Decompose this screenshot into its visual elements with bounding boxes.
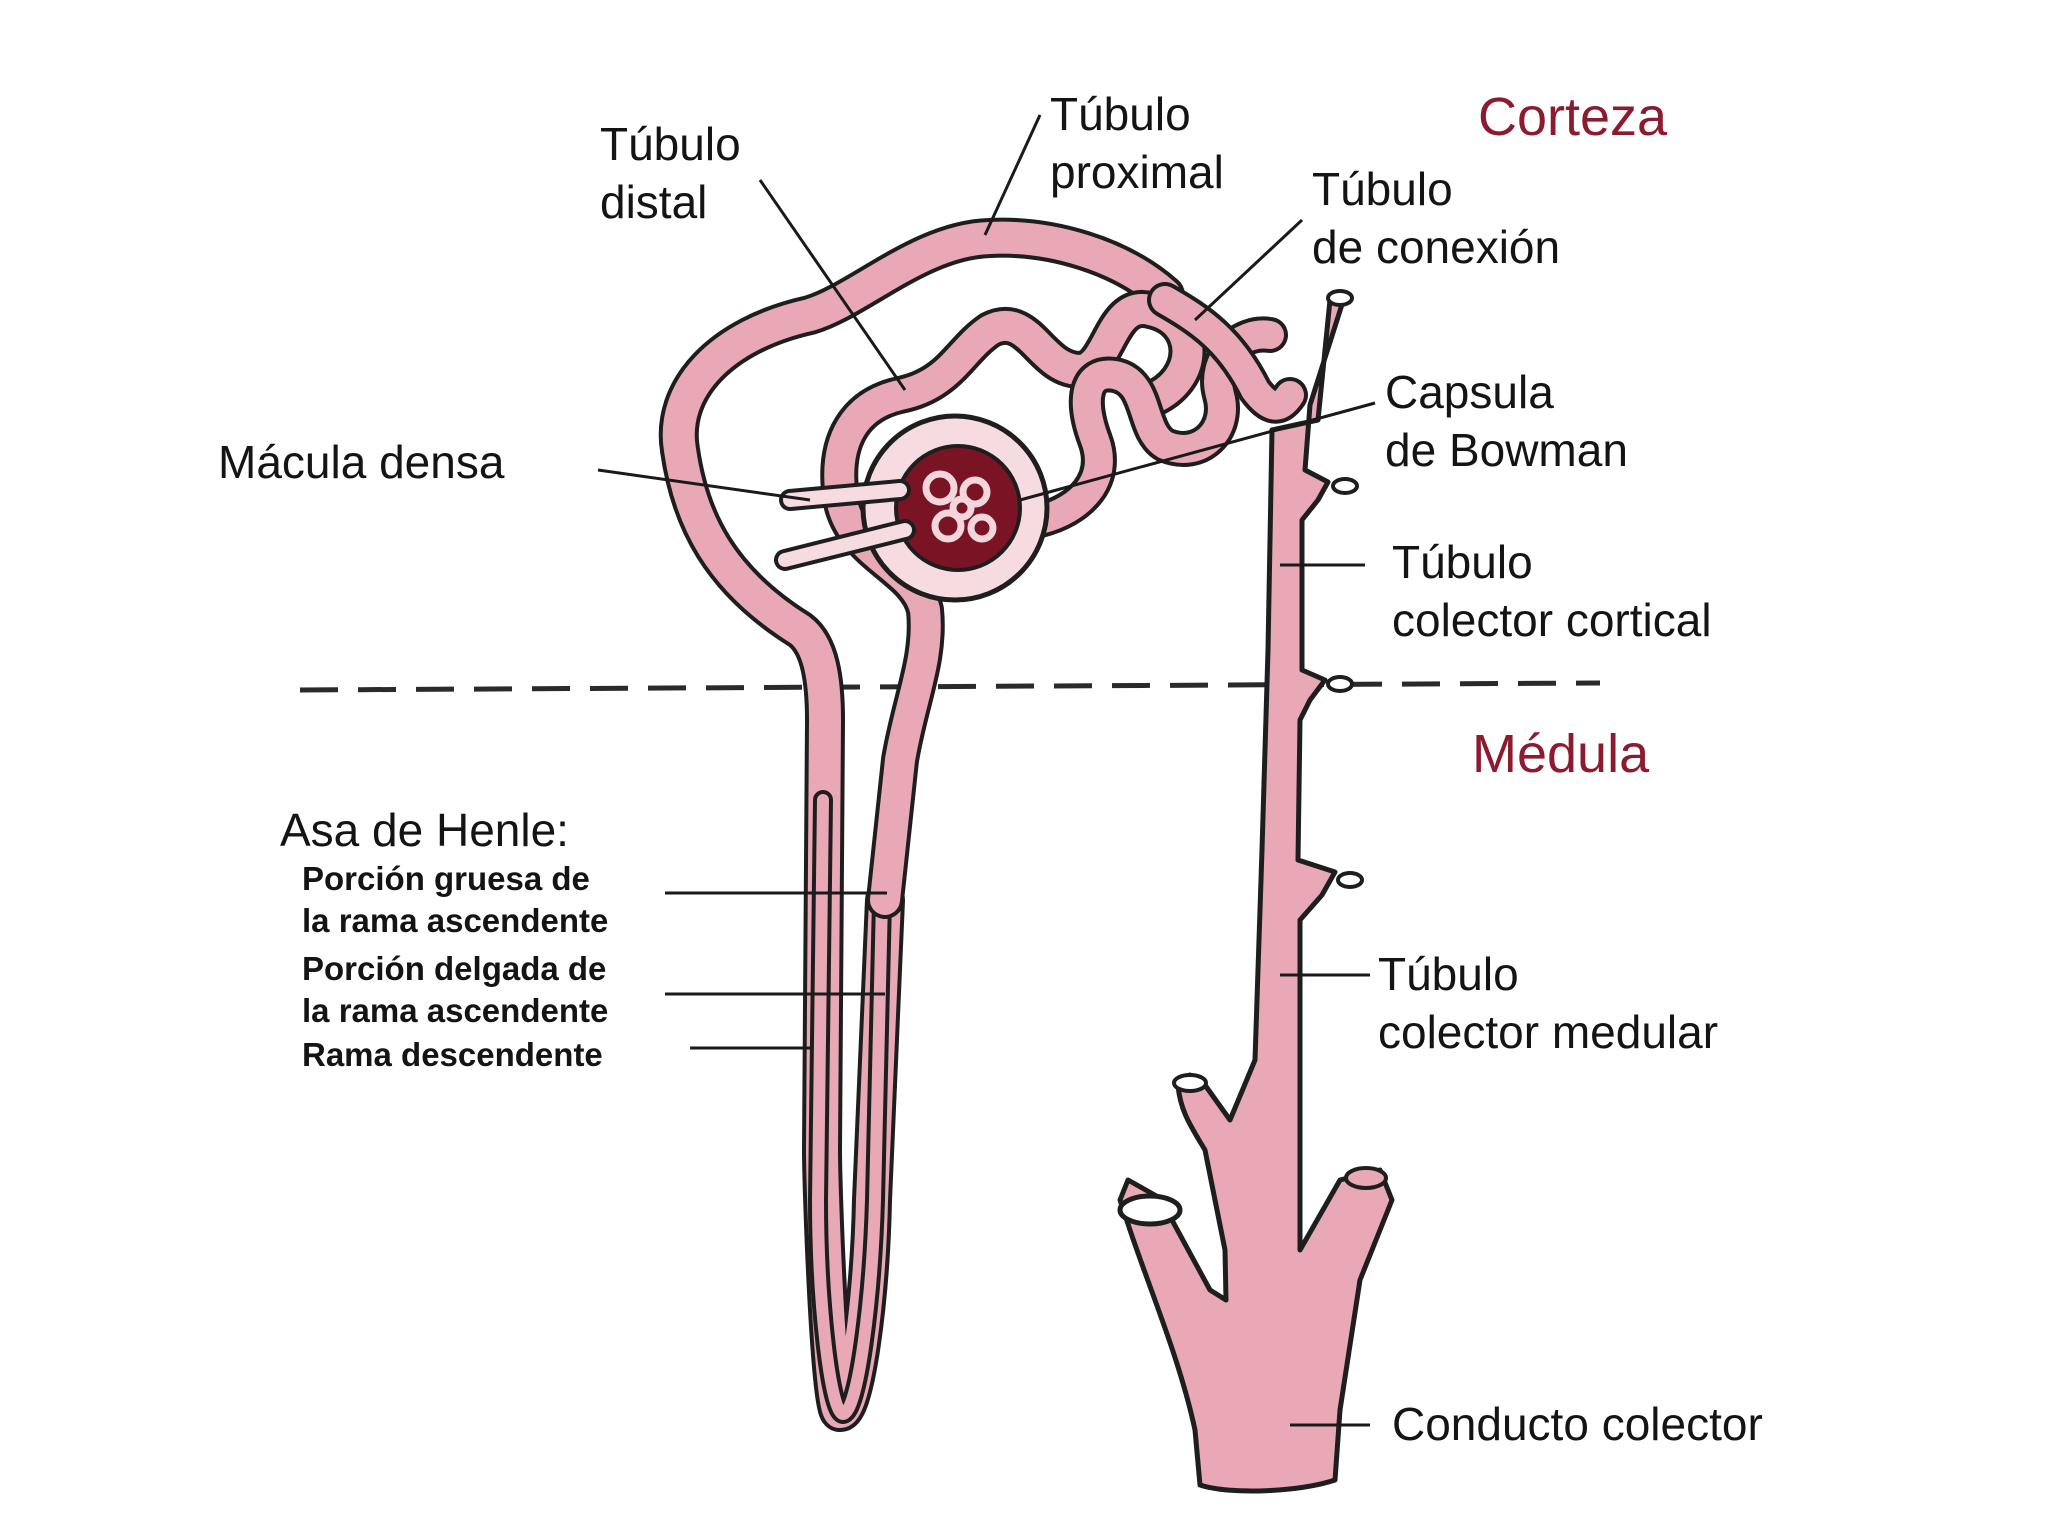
label-distal-line2: distal xyxy=(600,176,707,228)
label-connecting-line1: Túbulo xyxy=(1312,163,1453,215)
label-distal-line1: Túbulo xyxy=(600,118,741,170)
label-connecting-line2: de conexión xyxy=(1312,221,1560,273)
label-medullary-collecting-line2: colector medular xyxy=(1378,1006,1718,1058)
region-label-cortex: Corteza xyxy=(1478,87,1668,147)
label-proximal-line2: proximal xyxy=(1050,146,1224,198)
cortex-medulla-boundary xyxy=(299,680,1601,693)
label-cortical-collecting-line2: colector cortical xyxy=(1392,594,1712,646)
label-henle-title: Asa de Henle: xyxy=(280,804,569,856)
label-henle-descending: Rama descendente xyxy=(302,1036,603,1073)
label-proximal-line1: Túbulo xyxy=(1050,88,1191,140)
label-cortical-collecting-line1: Túbulo xyxy=(1392,536,1533,588)
label-henle-thick-line2: la rama ascendente xyxy=(302,902,608,939)
label-bowman-line1: Capsula xyxy=(1385,366,1554,418)
label-henle-thin-line2: la rama ascendente xyxy=(302,992,608,1029)
collecting-duct-system xyxy=(1117,289,1395,1494)
leader-lines xyxy=(597,114,1376,1427)
label-medullary-collecting-line1: Túbulo xyxy=(1378,948,1519,1000)
region-label-medulla: Médula xyxy=(1472,724,1650,784)
label-collecting-duct: Conducto colector xyxy=(1392,1398,1763,1450)
label-henle-thick-line1: Porción gruesa de xyxy=(302,860,590,897)
glomerulus xyxy=(922,470,997,543)
collecting-duct-body xyxy=(1117,292,1395,1494)
nephron-tubules xyxy=(658,217,1308,1432)
label-henle-thin-line1: Porción delgada de xyxy=(302,950,606,987)
label-bowman-line2: de Bowman xyxy=(1385,424,1628,476)
label-macula-densa: Mácula densa xyxy=(218,436,505,488)
